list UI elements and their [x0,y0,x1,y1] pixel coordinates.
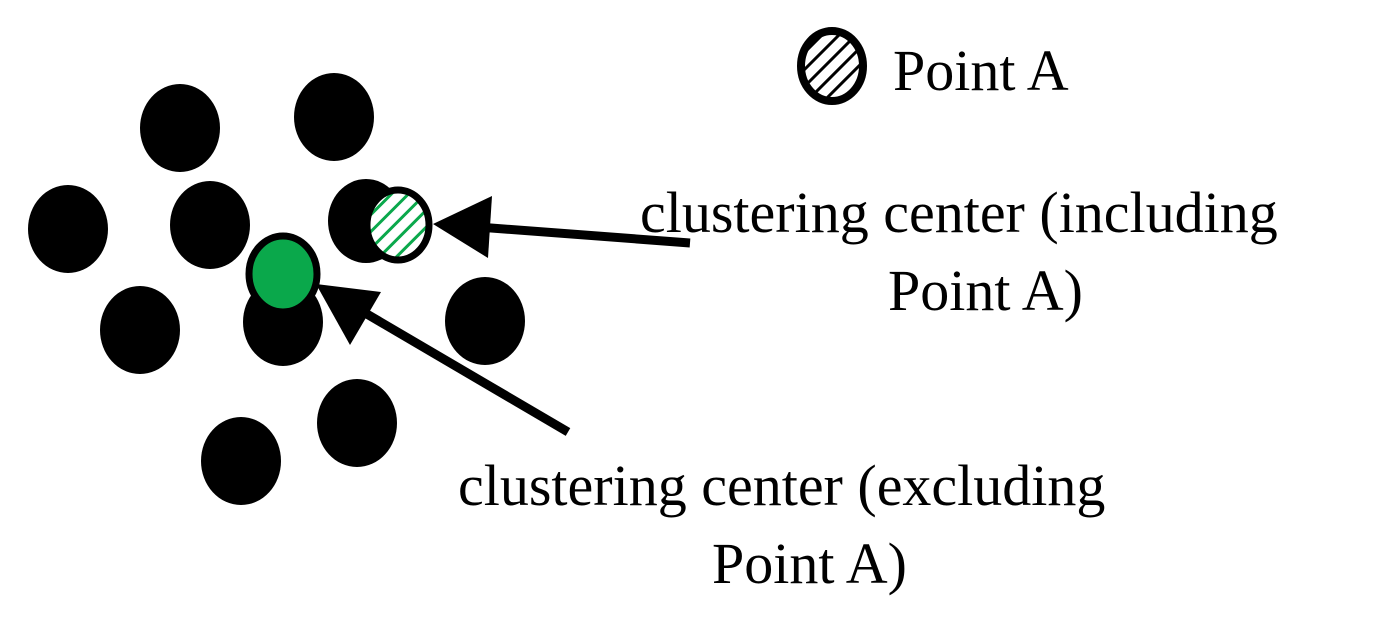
annotation-excluding-line1: clustering center (excluding [458,453,1105,518]
legend-label: Point A [893,38,1069,103]
center-including-point-a [363,186,433,264]
data-point [100,286,180,374]
legend: Point A [797,27,1069,105]
data-points [28,73,525,505]
hatched-circle-icon [797,27,867,105]
data-point [445,277,525,365]
annotation-including-line2: Point A) [888,258,1083,323]
data-point [317,379,397,467]
data-point [201,417,281,505]
arrow-excluding [316,284,571,436]
data-point [170,181,250,269]
center-excluding-point-a [245,232,321,316]
data-point [294,73,374,161]
data-point [28,185,108,273]
annotation-excluding-line2: Point A) [712,531,907,596]
annotation-including-line1: clustering center (including [640,180,1278,245]
data-point [140,84,220,172]
arrow-including [433,196,691,258]
